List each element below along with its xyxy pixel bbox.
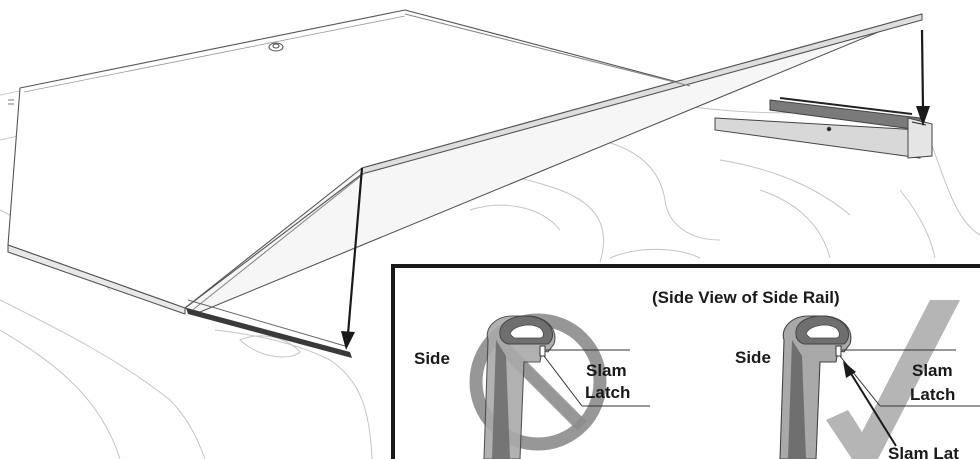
side-rail-front [186,299,352,358]
arrow-front [341,167,364,350]
rail-profile-incorrect: Side Slam Latch [414,313,650,459]
latch-label-left: Latch [585,383,630,402]
arrow-rear [916,29,930,126]
slam-label-right: Slam [912,361,953,380]
cover-panel-edge [7,244,186,315]
inset-side-view: (Side View of Side Rail) Side Slam Latch [391,264,980,459]
side-label-right: Side [735,348,771,367]
slam-latch-arrow-label: Slam Lat [888,444,959,459]
tonneau-cover [7,9,923,315]
latch-label-right: Latch [910,385,955,404]
inset-title: (Side View of Side Rail) [652,288,840,307]
side-label-left: Side [414,349,450,368]
check-icon [826,300,960,459]
rail-profile-correct: Side Slam Latch Slam Lat [735,300,980,459]
slam-label-left: Slam [586,361,627,380]
side-rail-rear [714,97,933,159]
